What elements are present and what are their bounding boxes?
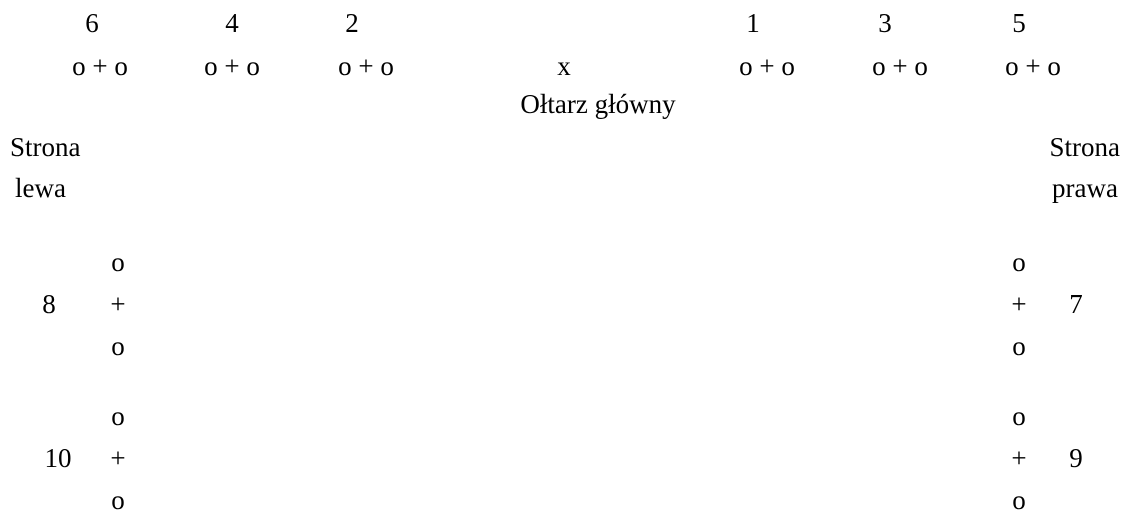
pew-number-2: 2 bbox=[345, 8, 359, 38]
pew-number-1: 1 bbox=[746, 8, 760, 38]
pew-number-9: 9 bbox=[1069, 443, 1083, 473]
seat-9-top: o bbox=[1012, 401, 1026, 431]
pew-number-6: 6 bbox=[85, 8, 99, 38]
seat-8-bottom: o bbox=[111, 331, 125, 361]
seat-10-bottom: o bbox=[111, 485, 125, 515]
pew-number-8: 8 bbox=[42, 289, 56, 319]
seat-7-bottom: o bbox=[1012, 331, 1026, 361]
seat-10-separator: + bbox=[110, 443, 126, 473]
pew-number-3: 3 bbox=[878, 8, 892, 38]
pew-number-4: 4 bbox=[225, 8, 239, 38]
pew-number-5: 5 bbox=[1012, 8, 1026, 38]
seat-10-top: o bbox=[111, 401, 125, 431]
seat-pair-4: o + o bbox=[204, 51, 260, 81]
seat-pair-2: o + o bbox=[338, 51, 394, 81]
seat-pair-1: o + o bbox=[739, 51, 795, 81]
right-side-label-line1: Strona bbox=[1049, 132, 1121, 162]
seat-8-separator: + bbox=[110, 289, 126, 319]
seat-9-separator: + bbox=[1011, 443, 1027, 473]
pew-number-10: 10 bbox=[44, 443, 72, 473]
seat-7-separator: + bbox=[1011, 289, 1027, 319]
seat-pair-5: o + o bbox=[1005, 51, 1061, 81]
left-side-label-line1: Strona bbox=[10, 132, 81, 162]
seat-pair-3: o + o bbox=[872, 51, 928, 81]
seat-pair-6: o + o bbox=[72, 51, 128, 81]
altar-label: Ołtarz główny bbox=[520, 89, 676, 119]
left-side-label-line2: lewa bbox=[15, 173, 66, 203]
seat-8-top: o bbox=[111, 247, 125, 277]
seat-9-bottom: o bbox=[1012, 485, 1026, 515]
altar-marker: x bbox=[557, 51, 571, 81]
pew-number-7: 7 bbox=[1069, 289, 1083, 319]
seat-7-top: o bbox=[1012, 247, 1026, 277]
right-side-label-line2: prawa bbox=[1052, 173, 1118, 203]
